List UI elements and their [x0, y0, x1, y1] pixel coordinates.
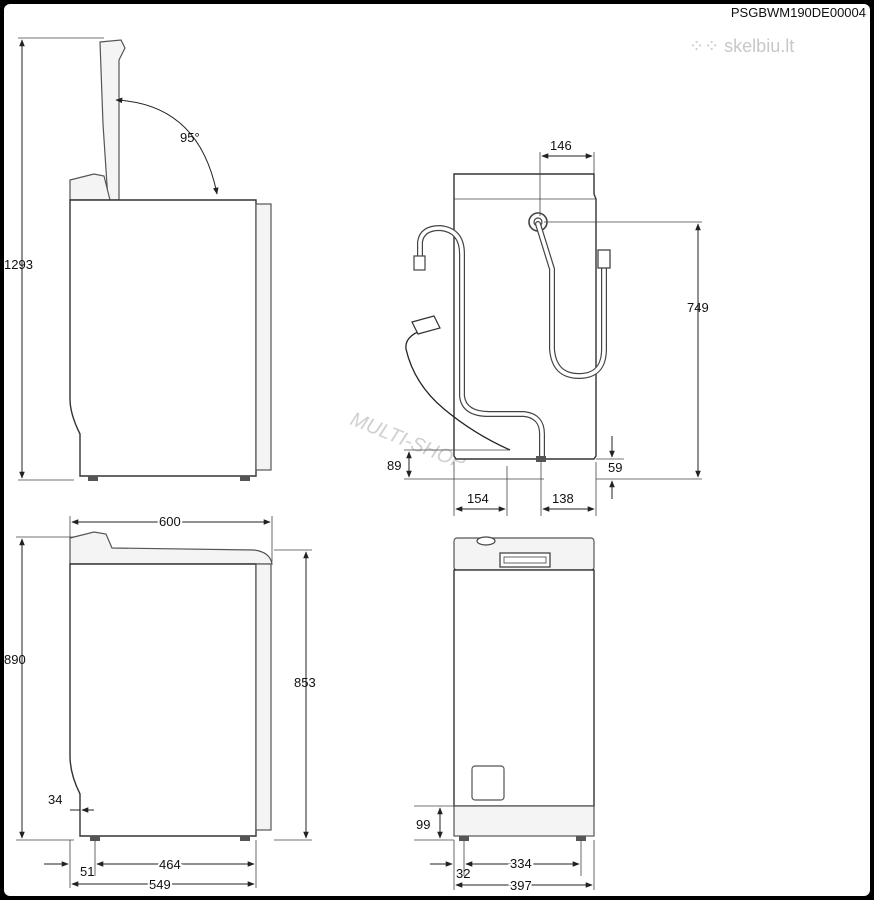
foot-front-label: 51 — [80, 864, 94, 879]
watermark-icon: ⁘⁘ — [689, 36, 724, 56]
lid-angle-arc — [115, 97, 219, 195]
top-lid-closed — [69, 531, 273, 565]
machine-body — [69, 199, 257, 477]
service-hatch — [471, 765, 505, 801]
lid-button-icon — [476, 536, 496, 546]
lid-handle-icon — [499, 552, 551, 568]
rear-body — [453, 173, 597, 460]
front-foot-span-label: 334 — [510, 856, 532, 871]
power-cable — [405, 327, 511, 451]
height-total-label: 890 — [4, 652, 26, 667]
inlet-offset-label: 146 — [550, 138, 572, 153]
foot — [88, 476, 98, 481]
height-body-label: 853 — [294, 675, 316, 690]
depth-base-label: 549 — [149, 877, 171, 892]
foot — [576, 836, 586, 841]
lid-handle-inner — [503, 556, 547, 564]
technical-drawing: PSGBWM190DE00004 ⁘⁘ skelbiu.lt MULTI-SHO… — [4, 5, 866, 895]
foot — [90, 836, 100, 841]
side-view-open-lid: 1293 95° — [4, 37, 272, 481]
foot-side-label: 32 — [456, 866, 470, 881]
foot — [459, 836, 469, 841]
drawing-code: PSGBWM190DE00004 — [731, 5, 866, 20]
rear-view-hoses: 146 749 89 59 154 138 — [387, 138, 709, 516]
foot — [240, 476, 250, 481]
site-watermark: ⁘⁘ skelbiu.lt — [689, 36, 794, 56]
foot-offset-label: 138 — [552, 491, 574, 506]
width-label: 397 — [510, 878, 532, 893]
drain-hose-end — [413, 255, 426, 271]
depth-top-label: 600 — [159, 514, 181, 529]
control-panel — [69, 173, 111, 201]
drain-offset-label: 154 — [467, 491, 489, 506]
hose-height-label: 89 — [387, 458, 401, 473]
lid-angle-label: 95° — [180, 130, 200, 145]
closed-rear-panel — [255, 563, 272, 831]
inlet-hose-inner — [536, 222, 606, 378]
front-plinth — [453, 805, 595, 837]
height-open-label: 1293 — [4, 257, 33, 272]
plinth-height-label: 99 — [416, 817, 430, 832]
front-view: 99 334 32 397 — [414, 536, 595, 895]
drawing-sheet: PSGBWM190DE00004 ⁘⁘ skelbiu.lt MULTI-SHO… — [4, 4, 870, 896]
side-view-closed: 600 890 853 34 464 51 549 — [4, 512, 316, 894]
site-watermark-text: skelbiu.lt — [724, 36, 794, 56]
foot — [240, 836, 250, 841]
power-plug-icon — [411, 315, 441, 335]
foot — [536, 456, 546, 462]
closed-body — [69, 563, 257, 837]
shop-watermark: MULTI-SHOP — [347, 408, 469, 474]
foot-height-label: 59 — [608, 460, 622, 475]
foot-span-label: 464 — [159, 857, 181, 872]
rear-panel — [255, 203, 272, 471]
inlet-hose-fitting — [597, 249, 611, 269]
toe-recess-label: 34 — [48, 792, 62, 807]
drain-hose-inner — [418, 226, 544, 460]
inlet-height-label: 749 — [687, 300, 709, 315]
